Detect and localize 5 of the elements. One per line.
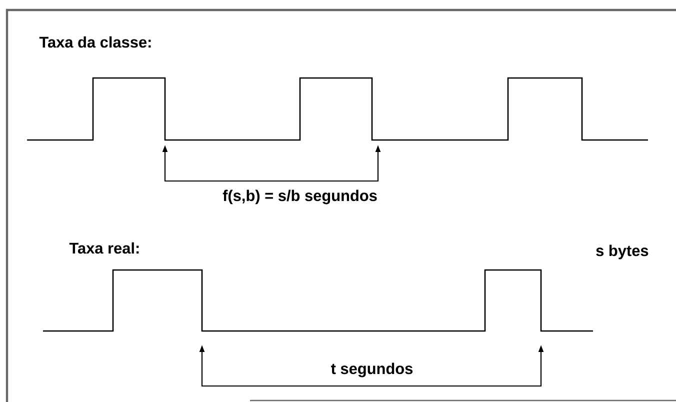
label: Taxa da classe: [39,36,151,48]
label: t segundos [331,362,413,378]
label: Taxa real: [69,242,139,254]
label: f(s,b) = s/b segundos [222,190,377,204]
label: s bytes [596,244,648,260]
